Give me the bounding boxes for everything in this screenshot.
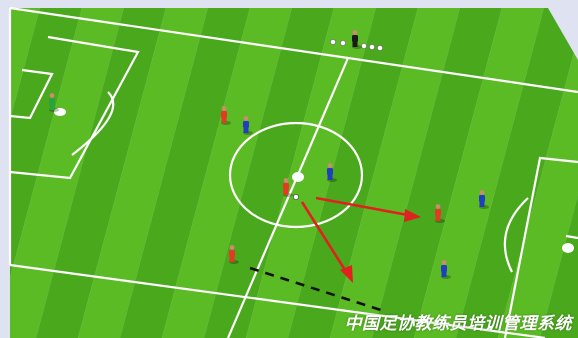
- ball-icon: [377, 45, 382, 50]
- ball-icon: [361, 43, 366, 48]
- match-ball-icon: [293, 194, 298, 199]
- ball-icon: [369, 44, 374, 49]
- watermark-text: 中国足协教练员培训管理系统: [345, 309, 573, 334]
- right-penalty-spot: [562, 243, 574, 253]
- ball-icon: [340, 40, 345, 45]
- center-spot: [292, 172, 304, 182]
- ball-icon: [330, 39, 335, 44]
